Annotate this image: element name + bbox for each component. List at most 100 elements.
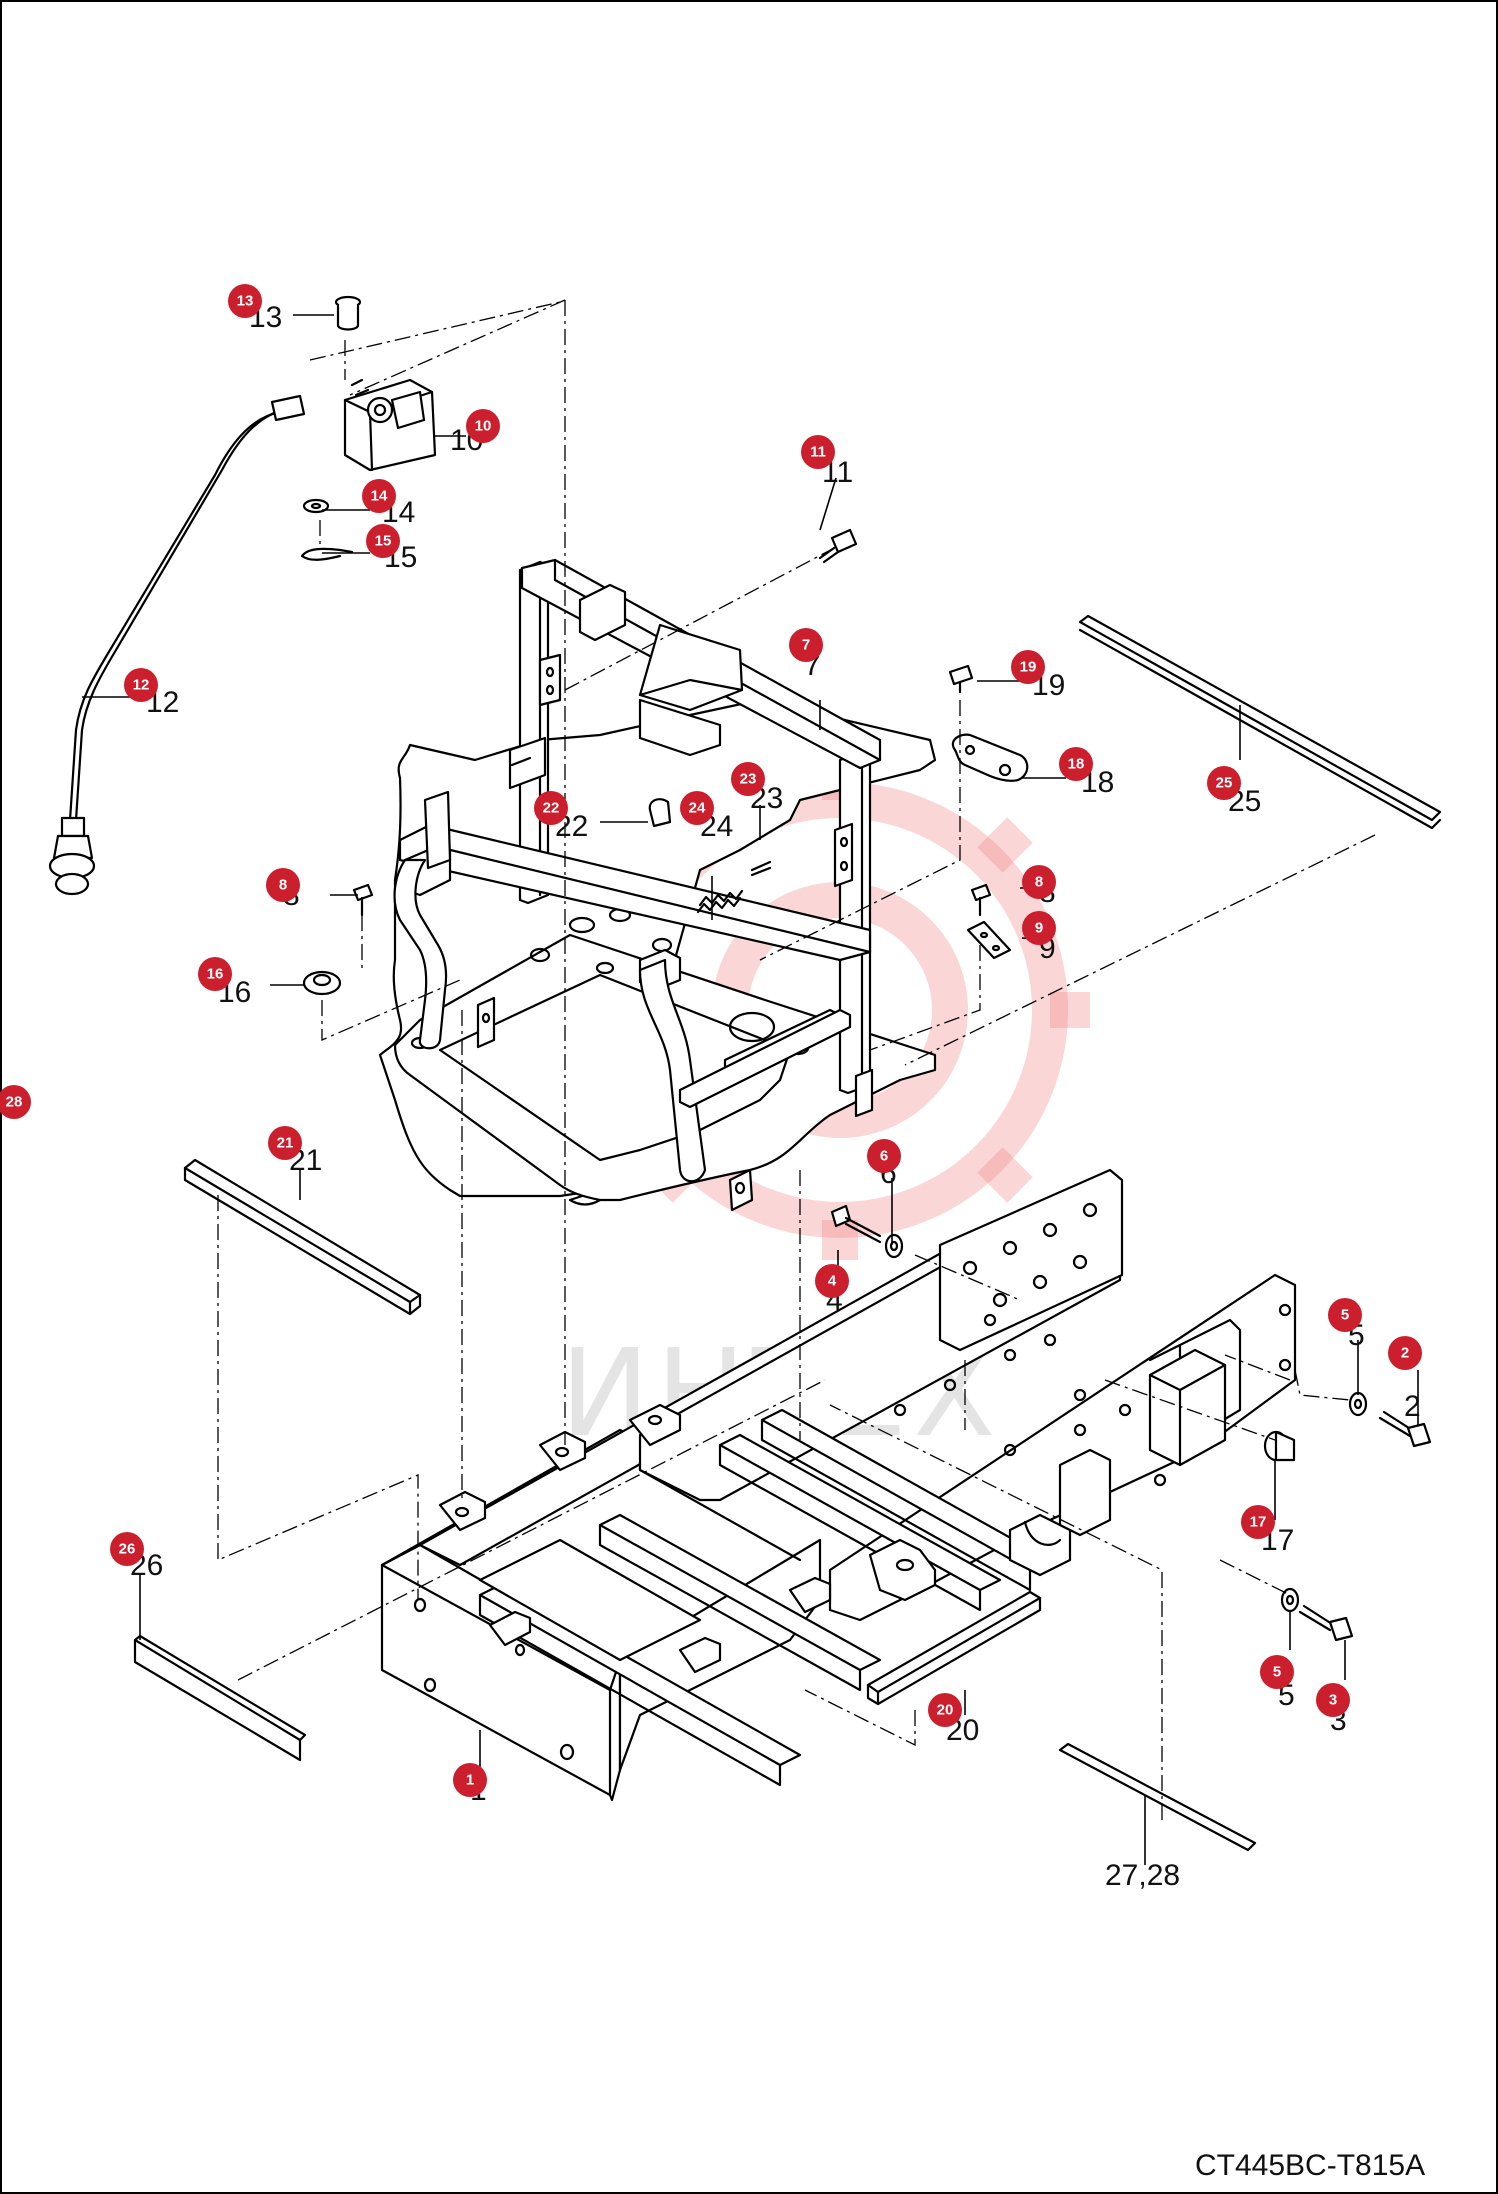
- callout-badge-14: 14: [362, 479, 396, 513]
- part-9-bracket: [966, 920, 1012, 960]
- badge-text: 5: [1341, 1307, 1349, 1324]
- callout-badge-4: 4: [815, 1264, 849, 1298]
- callout-number-2: 2: [1404, 1390, 1421, 1423]
- part-3-bolt: [1298, 1604, 1354, 1642]
- callout-badge-25: 25: [1207, 766, 1241, 800]
- part-24-spring: [696, 889, 744, 914]
- part-11-bolt: [818, 528, 858, 564]
- badge-circle: [867, 1139, 901, 1173]
- badge-text: 1: [466, 1772, 474, 1789]
- badge-text: 6: [880, 1148, 888, 1165]
- callout-badge-2: 2: [1388, 1336, 1422, 1370]
- badge-circle: [928, 1693, 962, 1727]
- callout-badge-5b: 5: [1260, 1655, 1294, 1689]
- callout-badge-24: 24: [680, 791, 714, 825]
- badge-circle: [815, 1264, 849, 1298]
- badge-circle: [124, 668, 158, 702]
- badge-circle: [1059, 747, 1093, 781]
- diagram-code: CT445BC-T815A: [1195, 2149, 1425, 2182]
- callout-badge-19: 19: [1011, 650, 1045, 684]
- callout-badge-11: 11: [801, 435, 835, 469]
- part-2728-seal-strip: [1058, 1742, 1257, 1852]
- badge-text: 2: [1401, 1345, 1409, 1362]
- part-12-cable: [48, 394, 306, 896]
- callout-badge-9: 9: [1022, 911, 1056, 945]
- part-8-bolt-left: [352, 883, 374, 917]
- badge-circle: [1022, 911, 1056, 945]
- part-14-washer: [302, 498, 330, 514]
- badge-circle: [453, 1763, 487, 1797]
- part-1-main-frame: [380, 1168, 1297, 1802]
- badge-circle: [1241, 1505, 1275, 1539]
- leader-lines: [82, 314, 1419, 1865]
- badge-text: 4: [828, 1273, 837, 1290]
- badge-text: 7: [802, 637, 810, 654]
- callout-number-2728: 27,28: [1105, 1859, 1180, 1892]
- badge-text: 5: [1273, 1664, 1281, 1681]
- badge-circle: [1011, 650, 1045, 684]
- part-20-strip: [866, 1590, 1042, 1706]
- badge-circle: [268, 1126, 302, 1160]
- badge-circle: [0, 1085, 31, 1119]
- badge-circle: [1207, 766, 1241, 800]
- callout-badge-8b: 8: [1022, 865, 1056, 899]
- callout-badge-26: 26: [110, 1532, 144, 1566]
- badge-circle: [362, 479, 396, 513]
- badge-text: 16: [207, 966, 224, 983]
- badge-circle: [1316, 1683, 1350, 1717]
- badge-circle: [1260, 1655, 1294, 1689]
- badge-text: 19: [1020, 659, 1037, 676]
- badge-circle: [366, 524, 400, 558]
- callout-labels: 1122334455556677888899101011111212131314…: [0, 284, 1422, 1892]
- badge-circle: [1328, 1298, 1362, 1332]
- badge-circle: [801, 435, 835, 469]
- badge-text: 14: [371, 488, 388, 505]
- callout-badge-21: 21: [268, 1126, 302, 1160]
- part-5-washer-bottom: [1280, 1587, 1300, 1613]
- callout-badge-17: 17: [1241, 1505, 1275, 1539]
- callout-badge-8a: 8: [266, 868, 300, 902]
- badge-text: 28: [6, 1094, 23, 1111]
- part-16-grommet: [302, 970, 342, 996]
- callout-badge-7: 7: [789, 628, 823, 662]
- callout-badge-1: 1: [453, 1763, 487, 1797]
- part-15-cotter-pin: [300, 547, 354, 561]
- badge-circle: [228, 284, 262, 318]
- callout-badge-13: 13: [228, 284, 262, 318]
- callout-badge-23: 23: [731, 762, 765, 796]
- part-13-pin: [334, 295, 362, 331]
- callout-badge-20: 20: [928, 1693, 962, 1727]
- part-23-pin: [750, 860, 772, 877]
- badge-text: 25: [1216, 775, 1233, 792]
- callout-badge-5a: 5: [1328, 1298, 1362, 1332]
- badge-text: 23: [740, 771, 757, 788]
- part-18-plate: [951, 733, 1029, 782]
- badge-text: 9: [1035, 920, 1043, 937]
- badge-circle: [466, 409, 500, 443]
- part-22-clip: [648, 798, 672, 828]
- badge-text: 22: [543, 800, 560, 817]
- badge-circle: [1388, 1336, 1422, 1370]
- part-25-seal-strip: [1078, 614, 1442, 830]
- badge-text: 26: [119, 1541, 136, 1558]
- callout-badge-22: 22: [534, 791, 568, 825]
- part-4-bolt: [830, 1204, 882, 1244]
- badge-text: 21: [277, 1135, 294, 1152]
- badge-circle: [789, 628, 823, 662]
- badge-text: 10: [475, 418, 492, 435]
- part-7-seat-frame: [378, 558, 937, 1212]
- part-5-washer-top: [1348, 1391, 1368, 1417]
- badge-circle: [110, 1532, 144, 1566]
- badge-text: 12: [133, 677, 150, 694]
- badge-text: 20: [937, 1702, 954, 1719]
- badge-text: 11: [810, 444, 826, 461]
- callout-badge-12: 12: [124, 668, 158, 702]
- callout-badge-15: 15: [366, 524, 400, 558]
- badge-circle: [680, 791, 714, 825]
- badge-text: 18: [1068, 756, 1085, 773]
- badge-text: 13: [237, 293, 254, 310]
- badge-text: 8: [279, 877, 287, 894]
- part-10-latch: [343, 378, 437, 472]
- callout-badge-28: 28: [0, 1085, 31, 1119]
